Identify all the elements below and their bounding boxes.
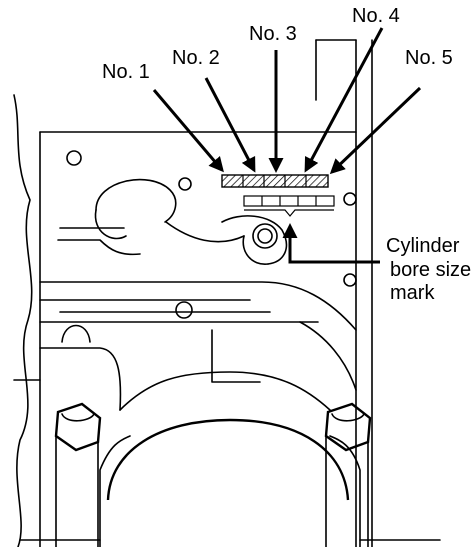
label-no2: No. 2 xyxy=(172,47,220,69)
bore-size-callout xyxy=(282,223,380,264)
upper-features xyxy=(57,150,245,256)
right-cap-bolt-icon xyxy=(324,402,372,548)
block-outline xyxy=(13,39,373,548)
center-boss xyxy=(221,215,288,265)
bearing-cap xyxy=(13,347,441,548)
label-no5: No. 5 xyxy=(405,47,453,69)
left-cap-bolt-icon xyxy=(54,402,102,548)
callout-line-1: Cylinder xyxy=(386,235,460,257)
callout-line-2: bore size xyxy=(390,259,471,281)
lower-body xyxy=(39,273,357,391)
callout-line-3: mark xyxy=(390,282,435,304)
label-no3: No. 3 xyxy=(249,23,297,45)
cylinder-pointers xyxy=(152,27,422,175)
bore-mark-plate xyxy=(221,174,357,217)
label-no1: No. 1 xyxy=(102,61,150,83)
label-no4: No. 4 xyxy=(352,5,400,27)
